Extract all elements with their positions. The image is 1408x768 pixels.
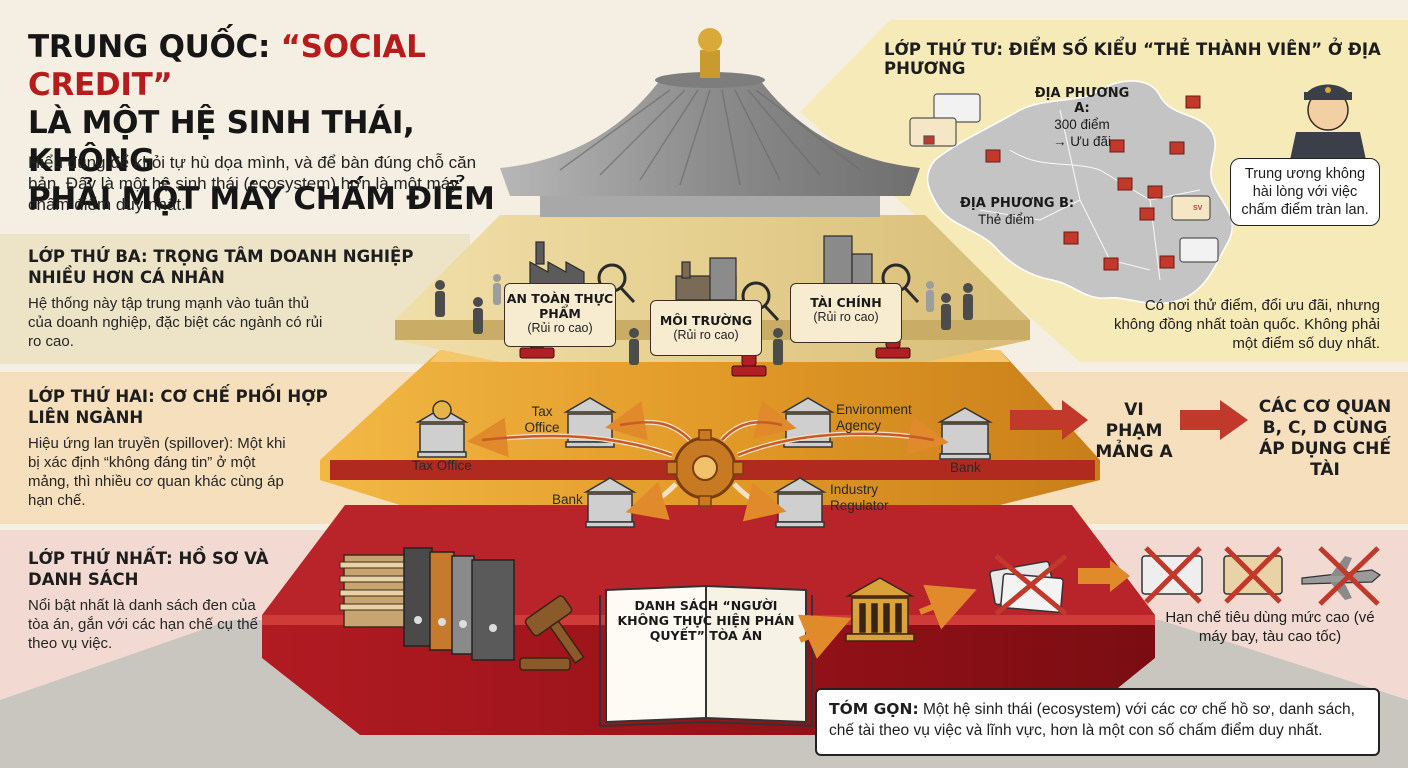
agency-label-environment: Environment Agency bbox=[836, 402, 912, 433]
membership-card-icon bbox=[909, 93, 1219, 263]
gavel-icon bbox=[519, 595, 585, 671]
layer3-heading: LỚP THỨ BA: TRỌNG TÂM DOANH NGHIỆP NHIỀU… bbox=[28, 247, 414, 287]
official-quote-bubble: Trung ương không hài lòng với việc chấm … bbox=[1230, 158, 1380, 226]
gift-icon bbox=[985, 95, 1201, 271]
layer4-note: Có nơi thử điểm, đổi ưu đãi, nhưng không… bbox=[1113, 297, 1380, 352]
train-ticket-crossed-icon bbox=[1141, 546, 1203, 604]
binders-icon bbox=[339, 547, 515, 661]
summary-label: TÓM GỌN: bbox=[829, 700, 919, 718]
layer1-body: Nổi bật nhất là danh sách đen của tòa án… bbox=[28, 597, 258, 652]
region-a: ĐỊA PHƯƠNG A: 300 điểm → Ưu đãi bbox=[1034, 86, 1130, 149]
agency-label-industry-regulator: Industry Regulator bbox=[830, 482, 889, 513]
agency-label-tax-office-top: Tax Office bbox=[524, 404, 560, 435]
court-building-icon bbox=[845, 577, 915, 642]
flow-violation: VI PHẠM MẢNG A bbox=[1095, 400, 1173, 462]
agency-label-bank-right: Bank bbox=[950, 460, 981, 475]
plane-ticket-crossed-icon bbox=[1223, 546, 1283, 604]
region-b: ĐỊA PHƯƠNG B: Thẻ điểm bbox=[960, 196, 1075, 227]
flow-arrow bbox=[1010, 400, 1248, 440]
flow-result: CÁC CƠ QUAN B, C, D CÙNG ÁP DỤNG CHẾ TÀI bbox=[1258, 397, 1392, 480]
layer4-heading: LỚP THỨ TƯ: ĐIỂM SỐ KIỂU “THẺ THÀNH VIÊN… bbox=[884, 40, 1381, 78]
layer2-heading: LỚP THỨ HAI: CƠ CHẾ PHỐI HỢP LIÊN NGÀNH bbox=[28, 387, 328, 427]
factory-icon bbox=[675, 257, 737, 301]
ticket-crossed-icon bbox=[989, 554, 1068, 616]
agency-label-bank-left: Bank bbox=[552, 492, 583, 507]
summary-text: Một hệ sinh thái (ecosystem) với các cơ … bbox=[829, 701, 1355, 739]
title-highlight: “SOCIAL CREDIT” bbox=[28, 29, 426, 103]
summary-box: TÓM GỌN: Một hệ sinh thái (ecosystem) vớ… bbox=[815, 688, 1380, 756]
restriction-note: Hạn chế tiêu dùng mức cao (vé máy bay, t… bbox=[1165, 609, 1375, 645]
flow-arrow bbox=[1078, 560, 1130, 592]
book-icon bbox=[599, 584, 813, 728]
official-figure-icon bbox=[1290, 84, 1366, 160]
page-title: TRUNG QUỐC: “SOCIAL CREDIT” LÀ MỘT HỆ SI… bbox=[28, 29, 495, 217]
people-icons bbox=[435, 274, 973, 365]
layer1-block: LỚP THỨ NHẤT: HỒ SƠ VÀ DANH SÁCH Nổi bật… bbox=[28, 548, 308, 653]
intro-text: Hiểu đúng để khỏi tự hù dọa mình, và để … bbox=[28, 153, 477, 214]
airplane-crossed-icon bbox=[1301, 546, 1382, 606]
sector-box-environment: MÔI TRƯỜNG (Rủi ro cao) bbox=[650, 300, 762, 356]
sector-box-finance: TÀI CHÍNH (Rủi ro cao) bbox=[790, 283, 902, 343]
layer2-block: LỚP THỨ HAI: CƠ CHẾ PHỐI HỢP LIÊN NGÀNH … bbox=[28, 386, 338, 510]
agency-label-tax-office-left: Tax Office bbox=[412, 458, 472, 473]
card-label: SV bbox=[1193, 205, 1203, 212]
layer2-body: Hiệu ứng lan truyền (spillover): Một khi… bbox=[28, 435, 286, 509]
layer1-heading: LỚP THỨ NHẤT: HỒ SƠ VÀ DANH SÁCH bbox=[28, 549, 269, 589]
court-blacklist-title: DANH SÁCH “NGƯỜI KHÔNG THỰC HIỆN PHÁN QU… bbox=[617, 598, 795, 643]
sector-box-food-safety: AN TOÀN THỰC PHẨM (Rủi ro cao) bbox=[504, 283, 616, 347]
gear-icon bbox=[666, 429, 744, 507]
office-building-icon bbox=[823, 235, 873, 293]
layer3-body: Hệ thống này tập trung mạnh vào tuân thủ… bbox=[28, 295, 323, 350]
layer3-block: LỚP THỨ BA: TRỌNG TÂM DOANH NGHIỆP NHIỀU… bbox=[28, 246, 428, 351]
